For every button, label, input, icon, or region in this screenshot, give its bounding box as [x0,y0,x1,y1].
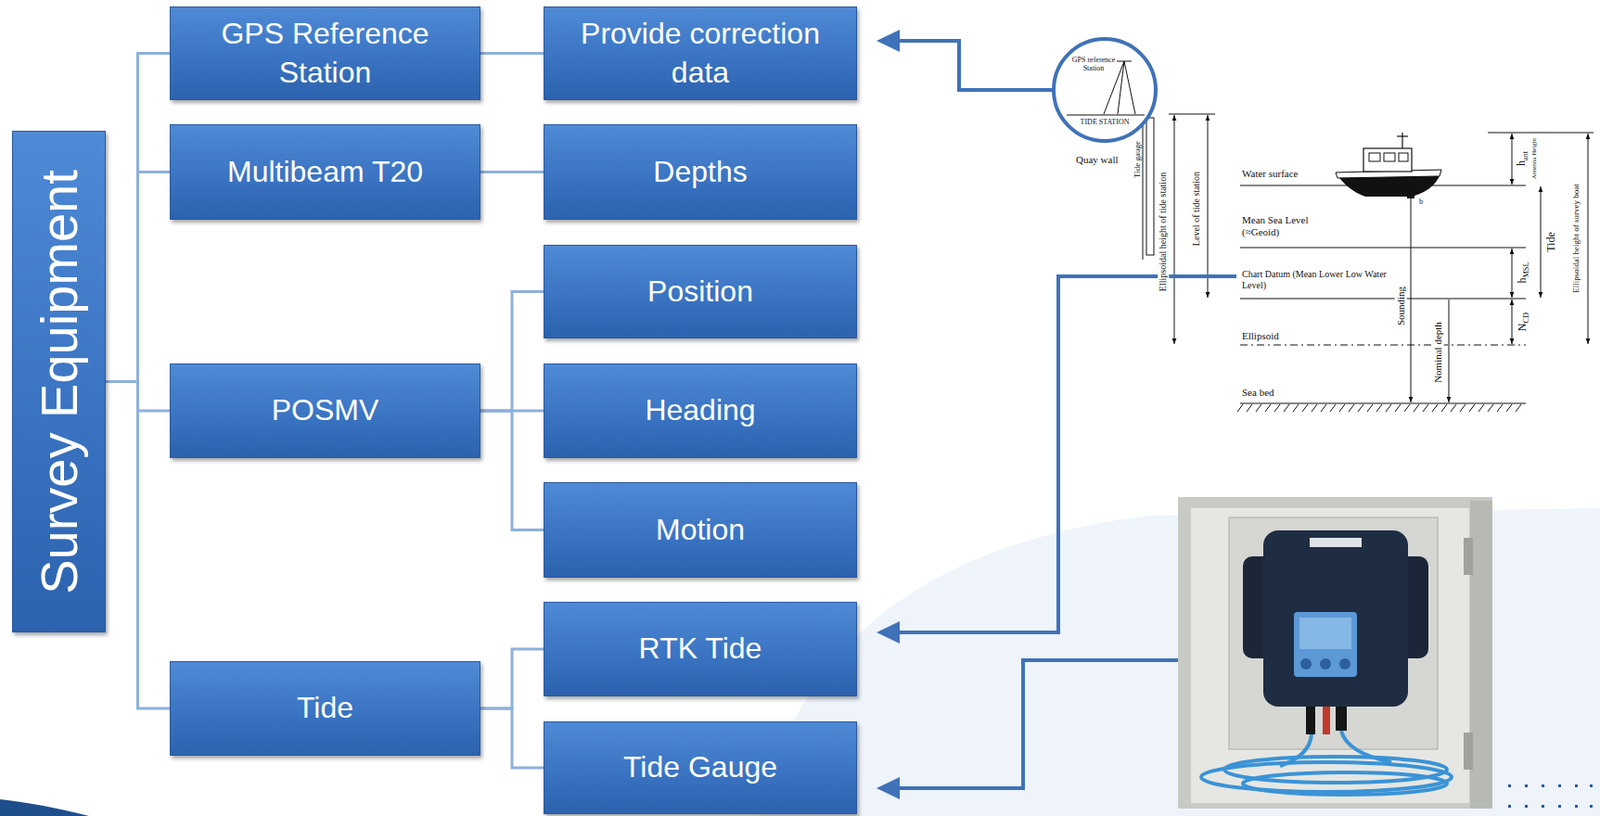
box-label: Motion [655,511,745,551]
diagram-label: Sea bed [1241,386,1275,398]
label-group: Level of tide station [1190,169,1203,248]
tree-connector [480,410,544,531]
category-box: Survey Equipment [12,130,106,633]
survey-boat [1335,132,1442,199]
label-group: b [1419,197,1423,206]
diagram-label: Tide [1544,231,1558,253]
diagram-label: Ellipsoidal height of tide station [1157,172,1168,292]
tree-connector [105,53,170,383]
process-box: GPS Reference Station [169,6,481,101]
diagram-label: Level of tide station [1190,171,1202,246]
process-box: Tide Gauge [543,721,858,815]
diagram-label: GPS reference Station [1072,55,1115,73]
box-label: Multibeam T20 [227,153,423,192]
callout-circle [1053,38,1156,141]
process-box: Depths [543,124,858,220]
process-box: Motion [543,482,858,578]
diagram-label: Nominal depth [1432,321,1444,384]
label-group: Chart Datum (Mean Lower Low Water Level) [1241,268,1391,291]
box-label: RTK Tide [639,629,763,669]
label-group: hMSL [1516,259,1532,285]
label-group: Mean Sea Level (≈Geoid) [1241,214,1320,238]
tree-connector [105,382,170,710]
label-group: Tide gauge [1132,139,1142,180]
box-label: Survey Equipment [30,169,89,595]
label-group: Ellipsoidal height of survey boat [1571,181,1581,295]
process-box: POSMV [169,363,481,459]
diagram-label: Tide gauge [1132,140,1142,179]
diagram-label: h [1514,160,1528,167]
label-group: GPS reference Station [1064,55,1123,73]
label-group: Tide [1545,230,1559,255]
diagram-label: Sounding [1395,286,1407,326]
tree-connector [480,51,544,55]
label-group: Sounding [1395,284,1408,328]
label-group: Nominal depth [1432,320,1445,385]
tree-connector [105,172,170,383]
box-label: Tide Gauge [623,748,778,788]
subscript-label: MSL [1522,261,1531,278]
label-group: Ellipsoid [1241,330,1280,343]
gps-antenna-symbol [1066,61,1145,116]
leader-arrows [876,29,1237,800]
box-label: Depths [652,153,747,192]
box-label: GPS Reference Station [181,14,469,92]
diagram-label: Antenna Height [1530,138,1538,180]
tree-connector [480,292,544,412]
dimension-lines [1174,115,1588,403]
label-group: Sea bed [1241,386,1275,399]
box-label: Position [647,272,754,312]
tide-gauge-photo [1177,497,1493,809]
diagram-label: h [1515,278,1529,284]
label-group: Ellipsoidal height of tide station [1157,170,1169,294]
box-label: Tide [296,689,354,729]
tree-connector [480,649,544,709]
label-group: Antenna Height [1530,136,1538,182]
corner-accent [0,799,90,816]
diagram-label: b [1419,197,1423,206]
subscript-label: ant [1521,151,1530,161]
diagram-label: Water surface [1241,167,1299,180]
process-box: Provide correction data [543,6,858,101]
subscript-label: CD [1522,312,1531,324]
process-box: Position [543,244,858,339]
diagram-label: Chart Datum (Mean Lower Low Water Level) [1241,268,1387,291]
box-label: POSMV [271,391,380,431]
diagram-label: N [1515,322,1529,332]
level-lines [1168,114,1594,404]
label-group: NCD [1516,310,1532,333]
seabed-hatching [1237,404,1522,412]
tree-connector [480,170,544,174]
diagram-label: Mean Sea Level (≈Geoid) [1241,214,1308,238]
label-group: Water surface [1241,167,1299,180]
process-box: Heading [543,363,858,459]
diagram-label: TIDE STATION [1080,117,1130,127]
process-box: Multibeam T20 [169,124,481,220]
label-group: TIDE STATION [1080,117,1130,127]
process-box: Tide [169,661,481,756]
box-label: Provide correction data [555,14,845,92]
tide-gauge-symbol [1146,117,1154,256]
quay-wall-line [1142,117,1144,260]
tree-connector [480,708,544,768]
label-group: hant [1515,149,1531,168]
process-box: RTK Tide [543,601,858,697]
diagram-label: Ellipsoid [1241,330,1280,342]
box-label: Heading [644,391,756,431]
label-group: Quay wall [1075,153,1119,167]
dot-pattern [1508,784,1593,808]
diagram-label: Quay wall [1075,153,1119,166]
diagram-label: Ellipsoidal height of survey boat [1571,183,1581,293]
